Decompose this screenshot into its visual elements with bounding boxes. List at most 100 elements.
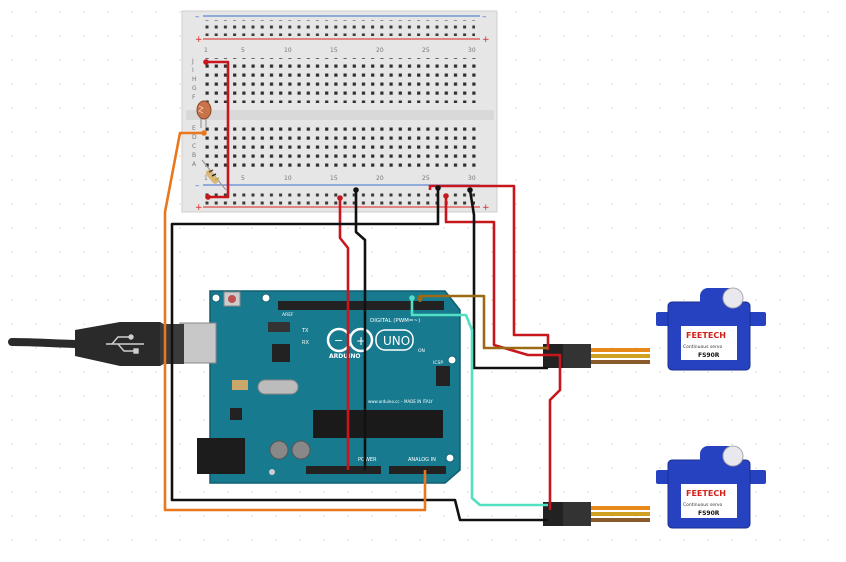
col-num: 10 bbox=[284, 47, 292, 54]
row-letter: E bbox=[192, 125, 196, 132]
servo-1[interactable]: FEETECH Continuous servo FS90R bbox=[543, 287, 766, 371]
endpoint bbox=[353, 187, 359, 193]
rail-symbol-neg-bl: – bbox=[195, 181, 200, 191]
row-letter: G bbox=[192, 85, 197, 92]
col-num: 1 bbox=[204, 47, 208, 54]
arduino-brand: ARDUINO bbox=[329, 353, 360, 360]
breadboard: – + – + – + – + 1 5 10 15 20 25 30 1 5 1… bbox=[181, 10, 498, 213]
power-jack bbox=[197, 438, 245, 474]
col-num: 15 bbox=[330, 47, 338, 54]
col-num: 20 bbox=[376, 47, 384, 54]
rail-symbol-neg-tl: – bbox=[195, 12, 200, 22]
servo-label-bg bbox=[681, 484, 737, 518]
wire-red-servo1 bbox=[428, 184, 550, 350]
col-num: 5 bbox=[241, 175, 245, 182]
servo-label-bg bbox=[681, 326, 737, 360]
crystal bbox=[257, 379, 299, 395]
reset-button-cap bbox=[228, 295, 236, 303]
rx-label: RX bbox=[302, 340, 309, 346]
icsp-header bbox=[436, 366, 450, 386]
rail-symbol-pos-tr: + bbox=[482, 35, 490, 45]
servo-brand: FEETECH bbox=[686, 489, 726, 498]
digital-header[interactable] bbox=[278, 301, 444, 310]
row-letter: H bbox=[192, 76, 197, 83]
component bbox=[232, 380, 248, 390]
servo-brand: FEETECH bbox=[686, 331, 726, 340]
row-letter: I bbox=[192, 67, 194, 74]
column-numbers-top: 1 5 10 15 20 25 30 bbox=[204, 47, 476, 54]
wire-orange-ldr bbox=[163, 131, 427, 512]
servo-2[interactable]: FEETECH Continuous servo FS90R bbox=[543, 445, 766, 529]
arduino-uno[interactable]: − + ARDUINO UNO DIGITAL (PWM=~) POWER AN… bbox=[179, 290, 461, 484]
col-num: 15 bbox=[330, 175, 338, 182]
row-letter: F bbox=[192, 94, 196, 101]
power-label: POWER bbox=[358, 457, 377, 463]
endpoint bbox=[435, 185, 441, 191]
endpoint bbox=[203, 59, 209, 65]
small-cap bbox=[269, 469, 275, 475]
icsp-usb-header bbox=[268, 322, 290, 332]
endpoint bbox=[443, 193, 449, 199]
usb-icon bbox=[106, 334, 144, 354]
row-letter: B bbox=[192, 152, 196, 159]
analog-header[interactable] bbox=[389, 466, 446, 474]
servo-model: FS90R bbox=[698, 352, 720, 359]
endpoint bbox=[417, 295, 423, 301]
logo-plus: + bbox=[356, 334, 366, 348]
endpoint bbox=[205, 194, 211, 200]
resistor[interactable] bbox=[201, 159, 227, 191]
uno-label: UNO bbox=[383, 334, 410, 348]
row-letter: D bbox=[192, 134, 197, 141]
rail-symbol-pos-tl: + bbox=[195, 35, 203, 45]
row-letter: C bbox=[192, 143, 196, 150]
uno-badge bbox=[375, 329, 414, 351]
col-num: 30 bbox=[468, 47, 476, 54]
row-letters: J I H G F E D C B A bbox=[191, 58, 197, 168]
usb-b-jack bbox=[179, 322, 217, 364]
rail-symbol-pos-bl: + bbox=[195, 203, 203, 213]
analog-label: ANALOG IN bbox=[408, 457, 436, 463]
power-header[interactable] bbox=[306, 466, 381, 474]
col-num: 20 bbox=[376, 175, 384, 182]
servo-horn bbox=[722, 445, 744, 467]
endpoint bbox=[409, 295, 415, 301]
wire-black-servo1 bbox=[468, 189, 548, 370]
on-label: ON bbox=[418, 348, 425, 354]
icsp-label: ICSP bbox=[433, 360, 443, 366]
servo-model: FS90R bbox=[698, 510, 720, 517]
upper-terminal-holes bbox=[205, 58, 476, 103]
wire-red-jumper bbox=[206, 60, 230, 199]
row-letter: A bbox=[192, 161, 197, 168]
col-num: 25 bbox=[422, 47, 430, 54]
wires bbox=[163, 60, 562, 522]
tx-label: TX bbox=[301, 328, 309, 334]
digital-label: DIGITAL (PWM=~) bbox=[370, 318, 420, 324]
capacitor bbox=[269, 440, 289, 460]
lower-terminal-holes bbox=[205, 125, 476, 170]
atmega-chip bbox=[313, 410, 443, 438]
column-numbers-bottom: 1 5 10 15 20 25 30 bbox=[204, 175, 476, 182]
wire-black-servo2-gnd bbox=[170, 188, 548, 522]
top-rail-holes bbox=[205, 20, 475, 36]
aref-label: AREF bbox=[282, 312, 294, 318]
center-channel bbox=[186, 110, 494, 120]
mount-hole bbox=[445, 453, 455, 463]
servo-connector bbox=[563, 344, 591, 368]
rail-symbol-pos-br: + bbox=[482, 203, 490, 213]
site-label: www.arduino.cc – MADE IN ITALY bbox=[368, 399, 433, 404]
wire-red-servo2 bbox=[444, 196, 562, 510]
photoresistor[interactable] bbox=[196, 100, 212, 128]
servo-subtitle: Continuous servo bbox=[683, 502, 722, 508]
servo-horn bbox=[722, 287, 744, 309]
wire-black-gnd bbox=[354, 190, 367, 470]
endpoint bbox=[337, 195, 343, 201]
endpoint bbox=[201, 130, 207, 136]
col-num: 5 bbox=[241, 47, 245, 54]
row-letter: J bbox=[191, 58, 194, 65]
logo-minus: − bbox=[334, 334, 343, 347]
servo-connector bbox=[563, 502, 591, 526]
servo-subtitle: Continuous servo bbox=[683, 344, 722, 350]
mount-hole bbox=[211, 293, 221, 303]
